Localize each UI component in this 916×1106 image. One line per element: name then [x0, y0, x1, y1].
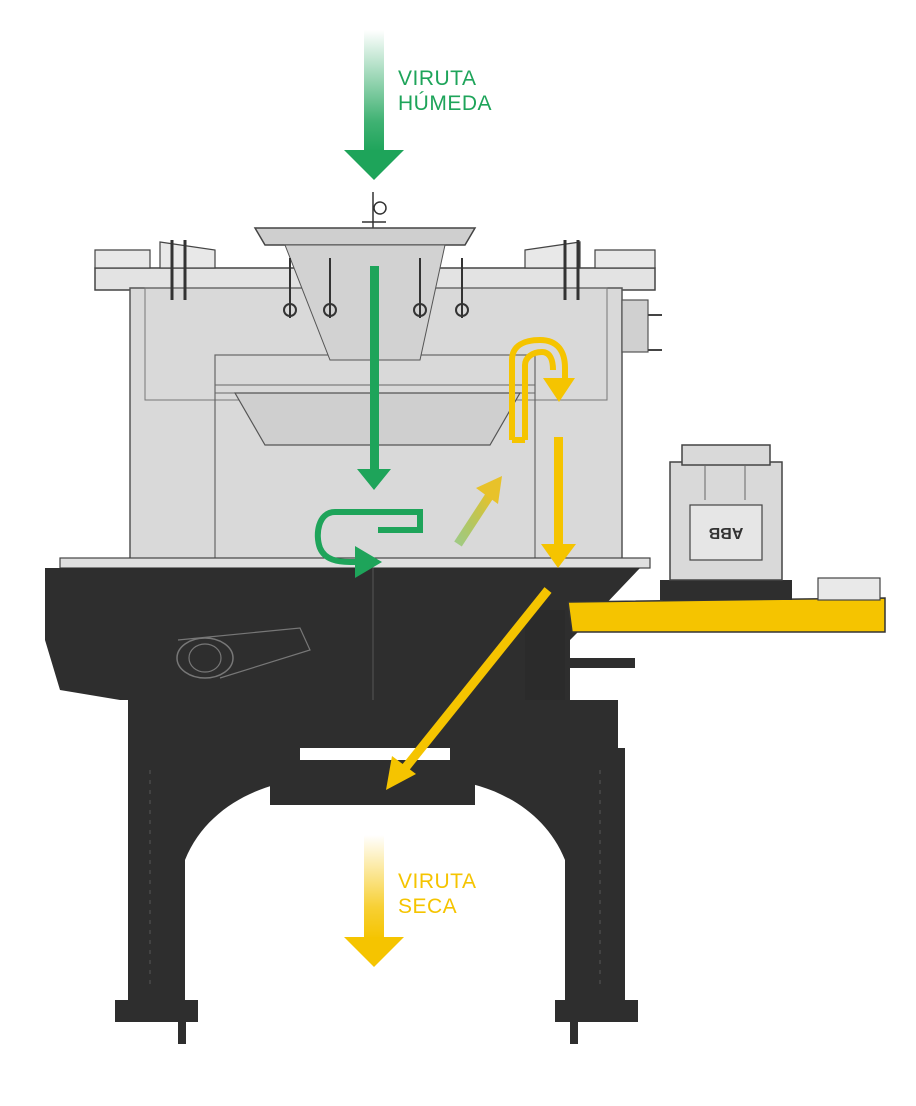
machine-upper-body — [59, 227, 662, 569]
wet-chips-label: VIRUTA HÚMEDA — [398, 66, 492, 116]
dry-chips-label-line1: VIRUTA — [398, 870, 477, 893]
conveyor — [567, 577, 886, 633]
wet-chips-label-line1: VIRUTA — [398, 67, 477, 90]
wet-flow-path — [314, 266, 502, 578]
dry-flow-path — [386, 336, 576, 790]
dry-outlet-arrow — [344, 835, 404, 967]
wet-inlet-arrow — [344, 30, 404, 180]
dry-chips-label: VIRUTA SECA — [398, 869, 476, 919]
dry-chips-label-line2: SECA — [398, 895, 458, 918]
motor: ABB — [660, 444, 792, 600]
wet-chips-label-line2: HÚMEDA — [398, 92, 493, 115]
motor-brand-label: ABB — [709, 524, 744, 541]
machine-lower-body — [45, 568, 640, 1044]
feed-hook — [362, 192, 387, 228]
